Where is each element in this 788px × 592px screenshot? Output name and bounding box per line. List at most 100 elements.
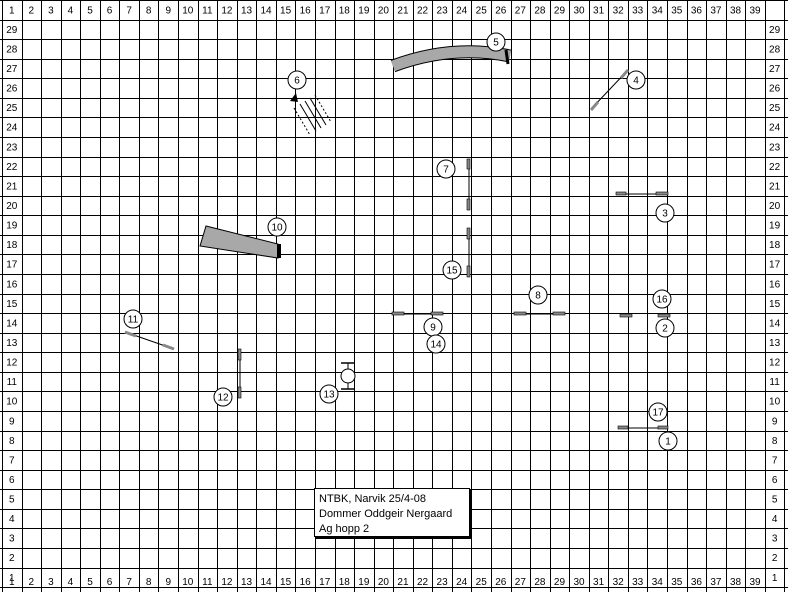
column-label-top: 29 — [554, 6, 566, 17]
number-circle — [442, 260, 462, 280]
column-label-bottom: 10 — [182, 577, 194, 588]
jump-7-shape[interactable] — [466, 158, 471, 211]
number-circle — [655, 318, 675, 338]
column-label-bottom: 6 — [107, 577, 113, 588]
obstacle-number-4[interactable]: 4 — [626, 70, 646, 90]
obstacle-number-6[interactable]: 6 — [287, 70, 307, 90]
obstacle-number-2[interactable]: 2 — [655, 318, 675, 338]
column-label-top: 24 — [456, 6, 468, 17]
row-label-left: 24 — [6, 123, 18, 134]
column-label-bottom: 37 — [710, 577, 722, 588]
obstacle-number-13[interactable]: 13 — [319, 384, 339, 404]
obstacle-number-15[interactable]: 15 — [442, 260, 462, 280]
tire-13-shape[interactable] — [340, 362, 356, 390]
column-label-top: 6 — [107, 6, 113, 17]
column-label-bottom: 14 — [260, 577, 272, 588]
column-label-top: 27 — [515, 6, 527, 17]
column-label-bottom: 11 — [202, 577, 213, 588]
number-circle — [287, 70, 307, 90]
number-circle — [486, 32, 506, 52]
column-label-top: 18 — [339, 6, 351, 17]
row-label-right: 25 — [769, 103, 781, 114]
row-label-right: 18 — [769, 240, 781, 251]
number-circle — [267, 217, 287, 237]
number-label: 10 — [271, 223, 283, 234]
jump-12-shape[interactable] — [237, 348, 242, 399]
column-label-bottom: 19 — [358, 577, 370, 588]
jump-2-shape[interactable] — [619, 313, 671, 318]
tunnel-5-shape[interactable] — [390, 45, 512, 73]
row-label-left: 28 — [6, 44, 18, 55]
column-label-bottom: 21 — [397, 577, 409, 588]
column-label-top: 12 — [221, 6, 233, 17]
number-circle — [123, 309, 143, 329]
column-label-bottom: 22 — [417, 577, 429, 588]
number-label: 4 — [633, 76, 639, 87]
column-label-top: 39 — [749, 6, 761, 17]
row-label-left: 6 — [9, 475, 15, 486]
obstacle-number-11[interactable]: 11 — [123, 309, 143, 329]
row-label-left: 4 — [9, 514, 15, 525]
column-label-top: 20 — [378, 6, 390, 17]
jump-11-shape[interactable] — [124, 330, 175, 351]
jump-9-shape[interactable] — [391, 311, 444, 316]
row-label-right: 20 — [769, 201, 781, 212]
row-label-left: 26 — [6, 84, 18, 95]
column-label-bottom: 1 — [9, 577, 15, 588]
column-label-top: 11 — [202, 6, 213, 17]
column-label-top: 37 — [710, 6, 722, 17]
column-label-bottom: 34 — [652, 577, 664, 588]
obstacle-number-3[interactable]: 3 — [655, 203, 675, 223]
row-label-right: 11 — [769, 377, 780, 388]
obstacle-number-10[interactable]: 10 — [267, 217, 287, 237]
column-label-bottom: 18 — [339, 577, 351, 588]
jump-4-shape[interactable] — [589, 69, 630, 111]
column-label-bottom: 7 — [126, 577, 132, 588]
column-label-top: 14 — [260, 6, 272, 17]
column-label-top: 25 — [476, 6, 488, 17]
closed-tunnel-10-shape[interactable] — [199, 225, 281, 259]
column-label-bottom: 20 — [378, 577, 390, 588]
column-label-bottom: 24 — [456, 577, 468, 588]
obstacle-number-9[interactable]: 9 — [423, 317, 443, 337]
row-label-right: 19 — [769, 221, 781, 232]
column-label-top: 7 — [126, 6, 132, 17]
column-label-top: 34 — [652, 6, 664, 17]
row-label-right: 27 — [769, 64, 781, 75]
obstacle-number-14[interactable]: 14 — [426, 334, 446, 354]
column-label-bottom: 16 — [300, 577, 312, 588]
obstacle-number-16[interactable]: 16 — [652, 289, 672, 309]
column-label-top: 36 — [691, 6, 703, 17]
obstacle-number-7[interactable]: 7 — [436, 159, 456, 179]
column-label-top: 1 — [9, 6, 15, 17]
obstacle-number-5[interactable]: 5 — [486, 32, 506, 52]
column-label-bottom: 29 — [554, 577, 566, 588]
row-label-right: 21 — [769, 181, 781, 192]
column-label-top: 4 — [68, 6, 74, 17]
column-label-top: 16 — [300, 6, 312, 17]
row-label-right: 4 — [772, 514, 778, 525]
number-label: 8 — [535, 291, 541, 302]
number-label: 15 — [446, 266, 458, 277]
column-label-bottom: 23 — [437, 577, 449, 588]
column-label-bottom: 30 — [573, 577, 585, 588]
obstacle-number-12[interactable]: 12 — [213, 387, 233, 407]
obstacle-number-1[interactable]: 1 — [658, 431, 678, 451]
column-label-top: 5 — [87, 6, 93, 17]
tire-6-shape[interactable] — [290, 93, 332, 136]
row-label-right: 5 — [772, 495, 778, 506]
number-label: 17 — [652, 408, 664, 419]
obstacle-number-17[interactable]: 17 — [648, 402, 668, 422]
jump-15-shape[interactable] — [466, 227, 471, 278]
obstacle-number-8[interactable]: 8 — [528, 285, 548, 305]
row-label-left: 20 — [6, 201, 18, 212]
column-label-top: 28 — [534, 6, 546, 17]
jump-8-shape[interactable] — [513, 311, 566, 316]
jump-3-shape[interactable] — [615, 191, 669, 196]
column-label-bottom: 35 — [671, 577, 683, 588]
row-label-left: 8 — [9, 436, 15, 447]
row-label-right: 23 — [769, 142, 781, 153]
jump-1-shape[interactable] — [617, 425, 669, 430]
number-label: 5 — [493, 38, 499, 49]
